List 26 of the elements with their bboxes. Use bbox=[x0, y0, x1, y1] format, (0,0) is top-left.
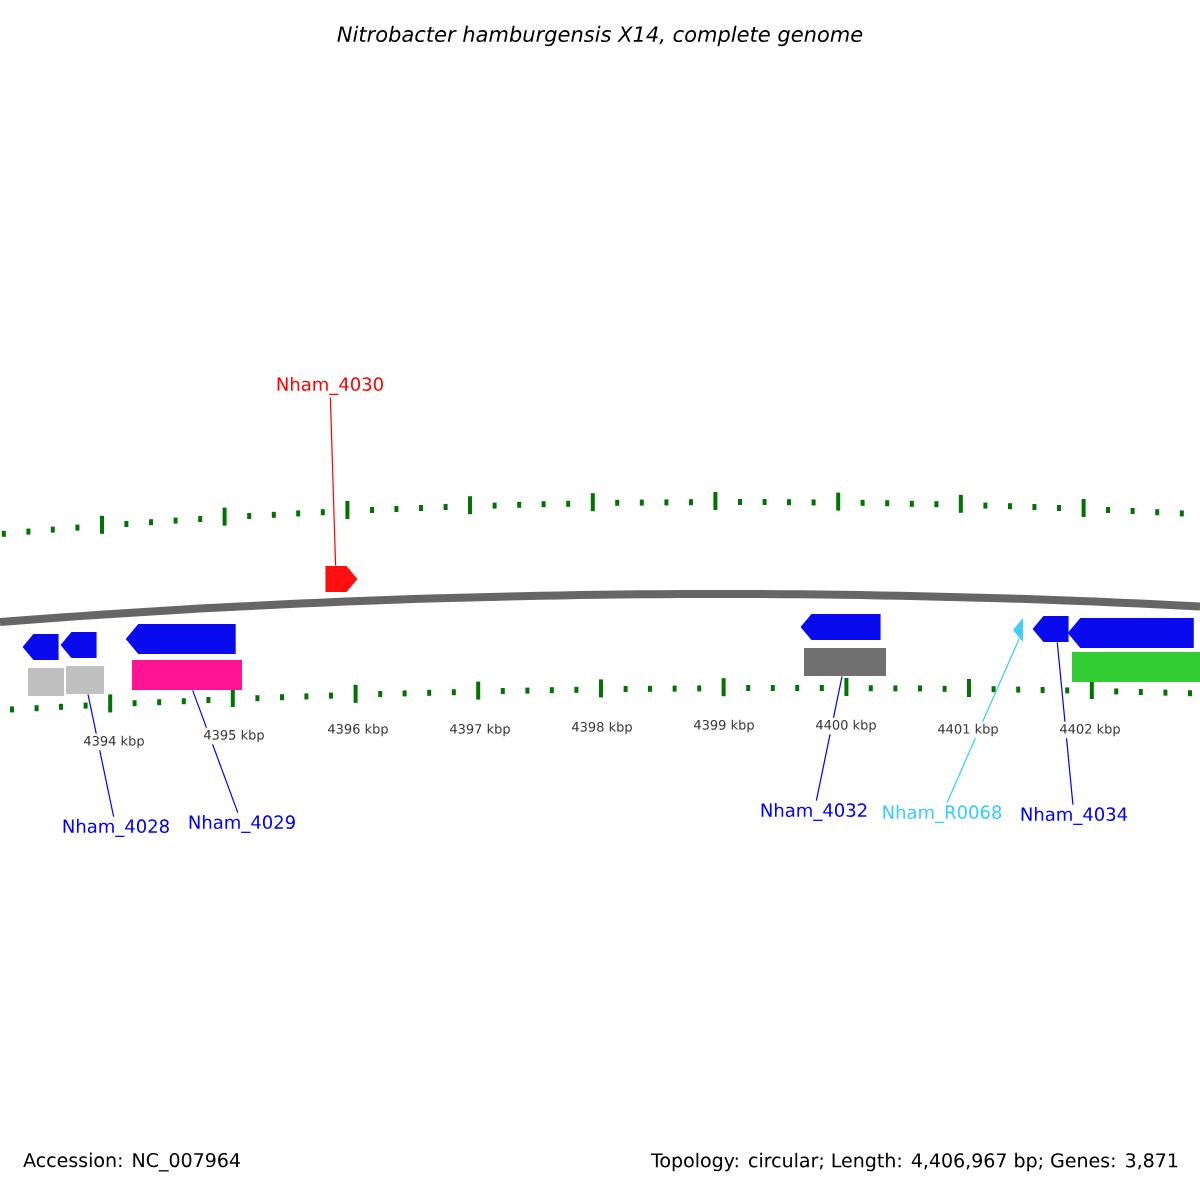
gene-symbol bbox=[325, 566, 358, 592]
gene-label: Nham_4034 bbox=[1021, 807, 1128, 825]
gene-bar bbox=[28, 668, 64, 696]
footer-text: Accession: NC_007964 bbox=[23, 1152, 240, 1172]
gene-bar bbox=[804, 648, 886, 676]
gene-label: Nham_4032 bbox=[761, 803, 867, 821]
gene-bar bbox=[132, 660, 242, 690]
title: Nitrobacter hamburgensis X14, complete genome bbox=[337, 25, 863, 47]
leader-line bbox=[1056, 641, 1074, 806]
leader-line bbox=[946, 637, 1020, 804]
gene-symbol bbox=[22, 634, 59, 660]
footer-text: Topology: circular; Length: 4,406,967 bp; Genes: 3,871 bbox=[650, 1152, 1178, 1172]
gene-symbol bbox=[1067, 618, 1194, 648]
gene-bar bbox=[1072, 652, 1200, 682]
leader-line bbox=[329, 396, 337, 567]
gene-label: Nham_4029 bbox=[189, 815, 295, 833]
gene-symbol bbox=[60, 632, 97, 658]
gene-bar bbox=[66, 666, 104, 694]
gene-symbol bbox=[125, 624, 236, 654]
gene-label: Nham_R0068 bbox=[883, 805, 1002, 823]
gene-label: Nham_4030 bbox=[277, 377, 383, 395]
gene-symbol bbox=[800, 614, 881, 640]
leader-line bbox=[815, 675, 843, 802]
gene-symbol bbox=[1032, 616, 1069, 642]
gene-label: Nham_4028 bbox=[63, 819, 169, 837]
gene-symbol bbox=[1012, 618, 1023, 642]
